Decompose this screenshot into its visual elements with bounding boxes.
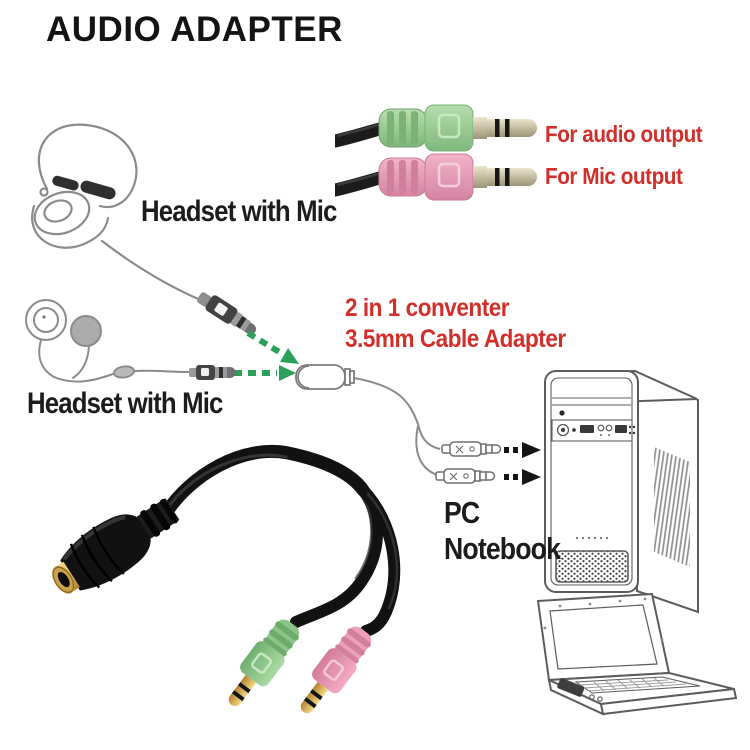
black-dashed-arrow-audio-icon — [504, 442, 541, 458]
green-dashed-arrow-diagonal-icon — [246, 330, 299, 364]
green-plug-photo — [228, 619, 300, 707]
cable-loops — [157, 445, 401, 637]
audio-output-plug-photo — [335, 104, 537, 152]
laptop-illustration — [536, 592, 738, 716]
headset1-label: Headset with Mic — [141, 195, 337, 228]
adapter-female-jack-sketch — [295, 364, 355, 390]
adapter-cable-sketch — [353, 377, 441, 450]
page-title: AUDIO ADAPTER — [46, 10, 343, 49]
splitter-cable-photo — [52, 445, 401, 714]
black-dashed-arrow-mic-icon — [504, 469, 541, 485]
adapter-audio-plug-sketch — [441, 441, 502, 457]
converter-label-line1: 2 in 1 conventer — [345, 294, 510, 322]
pink-plug-photo — [300, 626, 372, 714]
adapter-mic-plug-sketch — [435, 468, 496, 484]
audio-output-label: For audio output — [545, 121, 703, 147]
mic-output-label: For Mic output — [545, 163, 683, 189]
green-pink-plugs-photo — [335, 104, 537, 201]
mic-boom-icon — [52, 175, 116, 200]
headset1-plug-sketch — [197, 292, 257, 335]
converter-label-line2: 3.5mm Cable Adapter — [345, 325, 566, 353]
ear-hook-headset-illustration — [31, 123, 205, 303]
notebook-label: Notebook — [444, 531, 561, 566]
mic-output-plug-photo — [335, 153, 537, 201]
earbud-headset-illustration — [25, 299, 191, 383]
female-jack-photo — [52, 498, 180, 594]
front-panel-ports-icon — [556, 423, 636, 437]
keyboard-keys-icon — [579, 677, 687, 692]
pc-label: PC — [444, 495, 480, 530]
green-dashed-arrow-horizontal-icon — [234, 365, 296, 381]
desktop-tower-illustration — [544, 369, 699, 614]
headset2-label: Headset with Mic — [27, 387, 223, 420]
adapter-cable-branch-sketch — [415, 425, 438, 476]
headset2-plug-sketch — [189, 365, 236, 380]
